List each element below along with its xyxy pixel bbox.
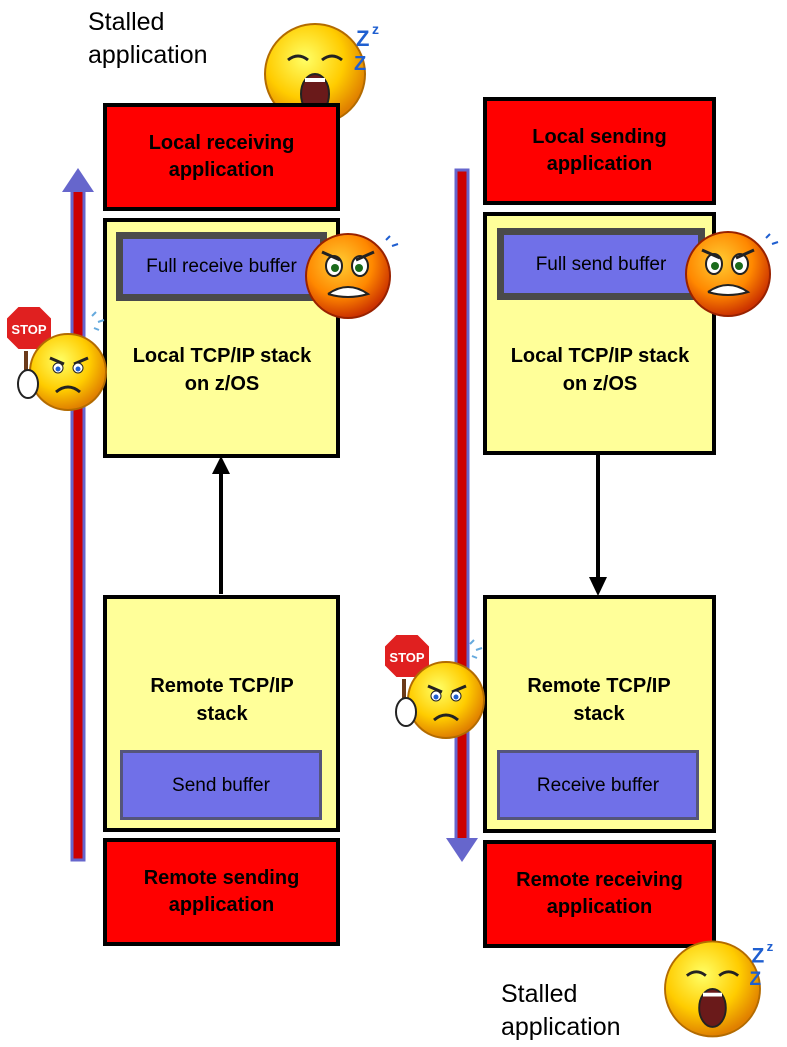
- right-full-send-buffer: Full send buffer: [497, 228, 705, 300]
- stop-sign-text: STOP: [389, 650, 424, 665]
- left-stalled-line2: application: [88, 41, 208, 69]
- angry-face-icon: [685, 231, 779, 317]
- svg-text:z: z: [372, 21, 379, 37]
- left-stalled-line1: Stalled: [88, 8, 165, 36]
- right-stalled-line1: Stalled: [501, 980, 578, 1008]
- stop-sign-face-icon: STOP: [5, 305, 107, 411]
- svg-text:Z: Z: [354, 53, 366, 75]
- svg-text:z: z: [767, 939, 774, 954]
- left-send-buffer-label: Send buffer: [172, 774, 270, 796]
- right-buffer-label: Full send buffer: [535, 253, 667, 275]
- left-stalled-label: Stalled application: [88, 6, 208, 72]
- connector-arrow-down: [589, 455, 607, 596]
- right-stalled-label: Stalled application: [501, 978, 621, 1044]
- sleeping-face-icon: Z z Z: [264, 21, 379, 125]
- right-receive-buffer-label: Receive buffer: [536, 774, 660, 796]
- right-flow-arrow-down: [446, 168, 478, 862]
- stop-sign-face-icon: STOP: [383, 633, 485, 739]
- left-buffer-label: Full receive buffer: [146, 256, 297, 277]
- sleeping-face-icon: Z z Z: [664, 939, 774, 1038]
- right-local-app-box: Local sending application: [483, 97, 716, 205]
- left-local-stack-label: Local TCP/IP stack on z/OS: [132, 345, 312, 395]
- right-remote-app-label: Remote receiving application: [516, 869, 683, 918]
- left-local-app-box: Local receiving application: [103, 103, 340, 211]
- right-local-app-label: Local sending application: [532, 126, 667, 175]
- left-full-receive-buffer: Full receive buffer: [116, 232, 327, 301]
- left-remote-app-box: Remote sending application: [103, 838, 340, 946]
- right-remote-stack-label: Remote TCP/IP stack: [527, 675, 671, 725]
- angry-face-icon: [305, 233, 399, 319]
- right-local-stack-label: Local TCP/IP stack on z/OS: [510, 345, 690, 395]
- svg-text:Z: Z: [751, 944, 764, 967]
- left-remote-stack-label: Remote TCP/IP stack: [150, 675, 294, 725]
- right-remote-app-box: Remote receiving application: [483, 840, 716, 948]
- svg-text:Z: Z: [356, 26, 369, 51]
- left-remote-app-label: Remote sending application: [143, 867, 300, 916]
- right-stalled-line2: application: [501, 1013, 621, 1041]
- right-receive-buffer: Receive buffer: [497, 750, 699, 820]
- left-send-buffer: Send buffer: [120, 750, 322, 820]
- left-local-app-label: Local receiving application: [148, 132, 295, 181]
- left-flow-arrow-up: [62, 168, 94, 862]
- stop-sign-text: STOP: [11, 322, 46, 337]
- svg-text:Z: Z: [750, 969, 762, 990]
- connector-arrow-up: [212, 456, 230, 594]
